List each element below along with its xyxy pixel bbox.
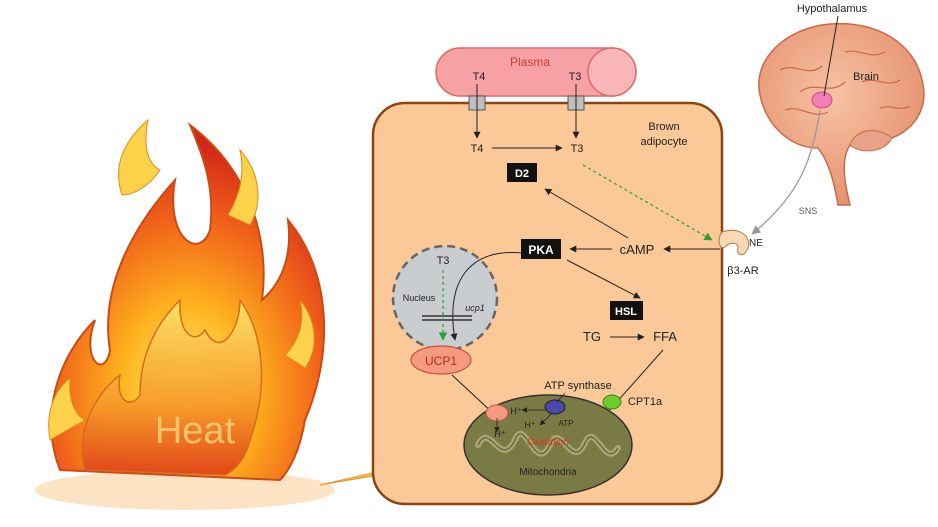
hypothalamus-pointer — [823, 15, 839, 97]
fire-tongue-far-left — [48, 376, 87, 441]
beta3-receptor-icon — [718, 229, 750, 256]
cpt1a-icon — [602, 394, 622, 410]
ucp1-oval — [410, 345, 472, 375]
d2-box — [507, 163, 537, 182]
hypothalamus-label: Hypothalamus — [797, 3, 868, 15]
proton-label-3: H⁺ — [524, 420, 535, 430]
sns-label: SNS — [799, 206, 818, 216]
mitochondria: Mitochondria Oxidation H⁺ H⁺ H⁺ ATP — [463, 394, 633, 496]
atp-synthase-icon — [544, 399, 566, 415]
arrow-t3-to-receptor — [582, 164, 713, 241]
arrow-camp-to-d2 — [544, 188, 629, 239]
atp-synthase-pointer — [556, 392, 566, 403]
brain-gyri — [779, 50, 911, 115]
plasma-vessel: Plasma T4 T3 — [435, 47, 637, 97]
fire-tongue-far-right — [284, 299, 315, 369]
cell-t3-label: T3 — [571, 143, 584, 155]
ne-label: NE — [749, 238, 763, 249]
cell-name-line1: Brown — [648, 121, 679, 133]
cell-name-line2: adipocyte — [640, 136, 687, 148]
mitochondria-cristae-line — [477, 433, 619, 455]
hsl-label: HSL — [615, 306, 637, 318]
fire-illustration: Heat — [35, 118, 335, 510]
mitochondria-label: Mitochondria — [519, 467, 577, 478]
ucp1-label: UCP1 — [425, 354, 457, 368]
hsl-box — [610, 301, 643, 320]
plasma-label: Plasma — [510, 55, 550, 69]
hypothalamus-region — [811, 91, 833, 109]
fire-tongue-left — [118, 118, 161, 196]
camp-label: cAMP — [620, 242, 655, 257]
nucleus-t3-label: T3 — [437, 255, 450, 267]
arrow-pka-to-hsl — [566, 259, 641, 299]
arrow-atp-synthase-flux — [539, 413, 552, 426]
cell-t4-label: T4 — [471, 143, 484, 155]
plasma-t4-label: T4 — [473, 71, 486, 83]
pka-label: PKA — [528, 243, 554, 257]
ucp1-gene-label: ucp1 — [465, 303, 485, 313]
d2-label: D2 — [515, 168, 529, 180]
nucleus-label: Nucleus — [403, 293, 436, 303]
arrow-sns-to-receptor — [751, 109, 821, 235]
ffa-label: FFA — [653, 329, 677, 344]
brain-label: Brain — [853, 71, 879, 83]
brown-adipocyte-cell — [371, 101, 724, 506]
atp-synthase-label: ATP synthase — [544, 380, 611, 392]
cpt1a-label: CPT1a — [628, 396, 663, 408]
arrow-pka-to-ucp1 — [450, 251, 524, 341]
fire-tongue-right — [227, 148, 259, 226]
proton-label-2: H⁺ — [494, 429, 505, 439]
brain-illustration — [758, 22, 925, 206]
pka-box — [521, 239, 561, 259]
oxidation-label: Oxidation — [527, 437, 570, 448]
plasma-t3-label: T3 — [569, 71, 582, 83]
cerebellum — [849, 130, 893, 152]
proton-label-1: H⁺ — [510, 406, 521, 416]
beta3-ar-label: β3-AR — [727, 265, 758, 277]
tg-label: TG — [583, 329, 601, 344]
nucleus: T3 Nucleus ucp1 — [391, 244, 499, 352]
atp-label: ATP — [559, 419, 574, 428]
fire-inner-flame — [81, 297, 263, 476]
heat-label: Heat — [155, 410, 236, 452]
